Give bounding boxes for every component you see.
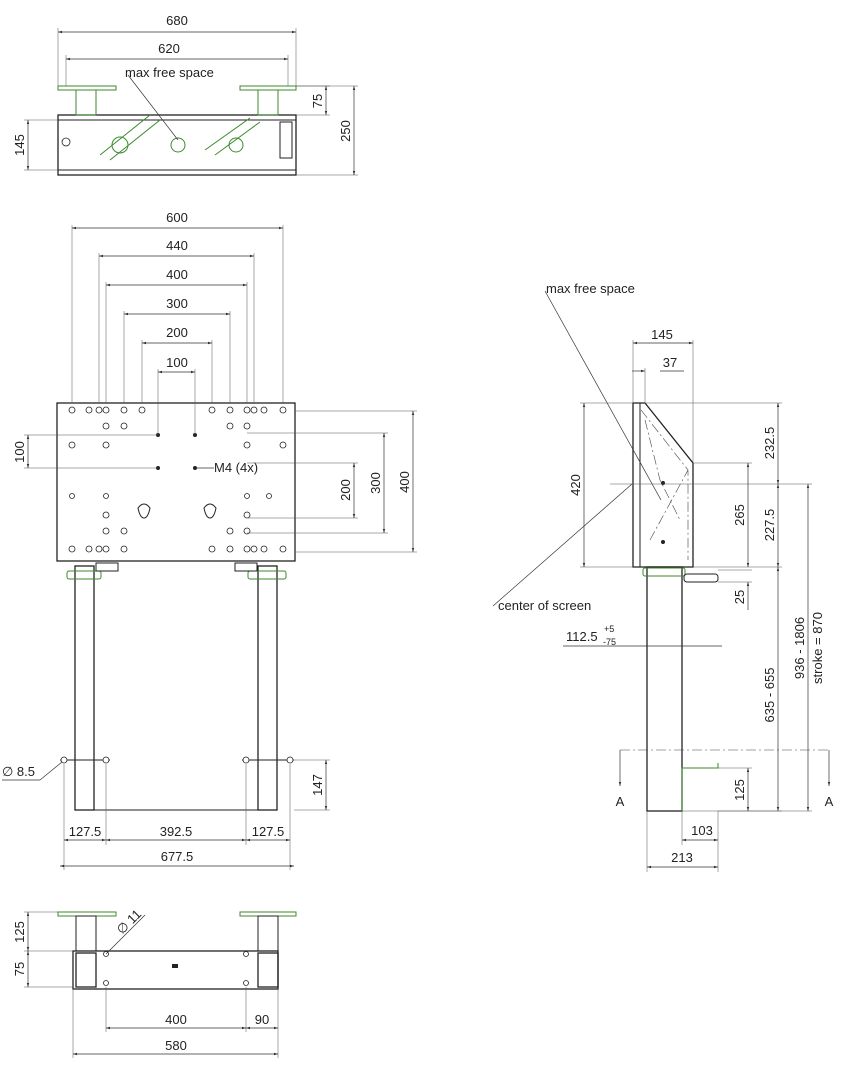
top-dim-680: 680 xyxy=(166,13,188,28)
side-view: max free space 145 37 420 232.5 265 227.… xyxy=(492,281,834,872)
bottom-dim-580: 580 xyxy=(165,1038,187,1053)
section-label-a-left: A xyxy=(616,794,625,809)
front-view-plate xyxy=(56,402,296,562)
side-dim-936-1806: 936 - 1806 xyxy=(792,617,807,679)
front-left-column xyxy=(74,565,95,811)
front-view: 600 440 400 300 200 100 100 M4 (4x) 200 xyxy=(2,210,417,870)
front-dim-300: 300 xyxy=(166,296,188,311)
side-dim-125: 125 xyxy=(732,779,747,801)
top-view-plate xyxy=(57,114,297,176)
side-dim-112-5-tol-plus: +5 xyxy=(604,624,614,634)
bottom-dim-90: 90 xyxy=(255,1012,269,1027)
top-dim-620: 620 xyxy=(158,41,180,56)
side-dim-103: 103 xyxy=(691,823,713,838)
front-dim-100: 100 xyxy=(166,355,188,370)
bottom-dim-75: 75 xyxy=(12,962,27,976)
front-dim-600: 600 xyxy=(166,210,188,225)
side-label-max-free-space: max free space xyxy=(546,281,635,296)
front-dim-dia-8-5: ∅ 8.5 xyxy=(2,764,35,779)
front-dim-100-left: 100 xyxy=(12,441,27,463)
side-dim-213: 213 xyxy=(671,850,693,865)
top-view-right-bracket xyxy=(239,85,297,91)
front-dim-400-right: 400 xyxy=(397,471,412,493)
bottom-dim-dia-11: ∅ 11 xyxy=(114,906,145,937)
bottom-view: 125 75 ∅ 11 400 90 580 xyxy=(12,906,297,1058)
top-view-left-bracket xyxy=(57,85,117,91)
front-dim-200-right: 200 xyxy=(338,479,353,501)
front-dim-200: 200 xyxy=(166,325,188,340)
front-dim-127-5-right: 127.5 xyxy=(252,824,285,839)
side-dim-112-5-tol-minus: -75 xyxy=(603,637,616,647)
front-dim-677-5: 677.5 xyxy=(161,849,194,864)
side-dim-232-5: 232.5 xyxy=(762,427,777,460)
front-right-column xyxy=(257,565,278,811)
front-dim-147: 147 xyxy=(310,774,325,796)
top-dim-145: 145 xyxy=(12,134,27,156)
side-dim-635-655: 635 - 655 xyxy=(762,668,777,723)
front-hole-pattern xyxy=(68,406,287,553)
side-dim-145: 145 xyxy=(651,327,673,342)
side-label-center-of-screen: center of screen xyxy=(498,598,591,613)
top-dim-250: 250 xyxy=(338,120,353,142)
front-dim-440: 440 xyxy=(166,238,188,253)
top-view: 680 620 max free space 75 250 145 xyxy=(12,13,358,176)
top-dim-75: 75 xyxy=(310,94,325,108)
side-view-column xyxy=(646,566,683,812)
bottom-dim-400: 400 xyxy=(165,1012,187,1027)
section-label-a-right: A xyxy=(825,794,834,809)
front-dim-300-right: 300 xyxy=(368,472,383,494)
side-view-foot xyxy=(681,763,719,811)
side-label-stroke: stroke = 870 xyxy=(810,612,825,684)
side-dim-25: 25 xyxy=(732,590,747,604)
front-dim-392-5: 392.5 xyxy=(160,824,193,839)
side-view-bracket xyxy=(632,402,694,568)
bottom-dim-125: 125 xyxy=(12,921,27,943)
side-dim-37: 37 xyxy=(663,355,677,370)
front-label-m4: M4 (4x) xyxy=(214,460,258,475)
top-label-max-free-space: max free space xyxy=(125,65,214,80)
side-dim-265: 265 xyxy=(732,504,747,526)
front-dim-127-5-left: 127.5 xyxy=(69,824,102,839)
side-dim-227-5: 227.5 xyxy=(762,509,777,542)
side-dim-420: 420 xyxy=(568,474,583,496)
front-dim-400: 400 xyxy=(166,267,188,282)
side-dim-112-5: 112.5 xyxy=(566,629,598,644)
